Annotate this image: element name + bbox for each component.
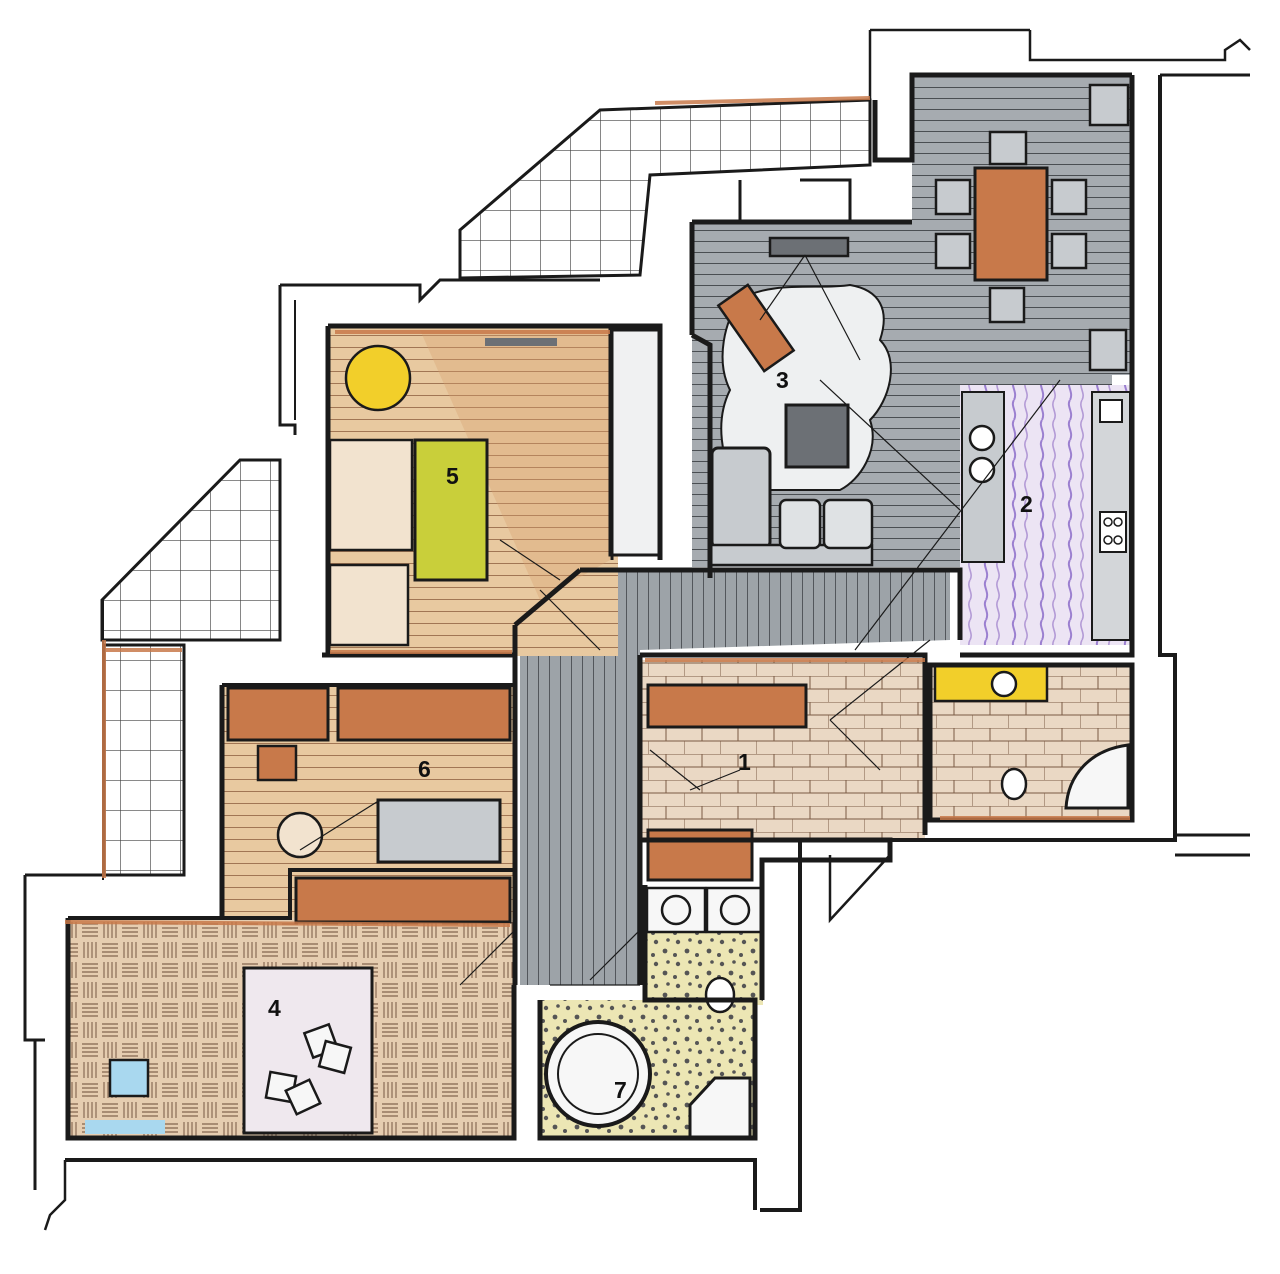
- dining-chair: [988, 286, 1026, 324]
- small-cabinet: [256, 744, 298, 782]
- construction-lines: [101, 99, 1061, 986]
- furniture: [85, 83, 1130, 1140]
- grey-desk: [376, 798, 502, 864]
- room-label-1: 1: [738, 749, 751, 775]
- coffee-table: [784, 403, 850, 469]
- cabinet-top: [226, 686, 330, 742]
- washer-icon: [645, 886, 765, 934]
- bed: [413, 438, 489, 582]
- terrace-left: [100, 458, 282, 642]
- bedroom-sunlight: [420, 330, 610, 600]
- dining-chair: [934, 232, 972, 270]
- bathtub-icon: [1064, 743, 1130, 810]
- room-label-7: 7: [614, 1077, 627, 1103]
- corridor-floor: [520, 570, 950, 985]
- room-label-2: 2: [1020, 491, 1033, 517]
- walls: [23, 28, 1251, 1231]
- sofa-cushion: [778, 498, 822, 550]
- closet: [608, 328, 662, 557]
- dining-chair: [1050, 178, 1088, 216]
- color-accents: [64, 96, 1130, 927]
- round-tub-icon: [544, 1020, 652, 1128]
- hall-cabinet: [646, 683, 808, 729]
- sofa-cushion: [822, 498, 874, 550]
- round-tub-inner: [557, 1033, 639, 1115]
- armchair: [716, 283, 796, 373]
- cabinet-top: [336, 686, 512, 742]
- sink-icon: [1099, 399, 1127, 553]
- desk: [328, 438, 414, 552]
- toilet-icon: [704, 976, 736, 1014]
- bench: [294, 876, 512, 924]
- toilet-icon: [1000, 767, 1028, 801]
- room-label-6: 6: [418, 756, 431, 782]
- water-tile: [108, 1058, 150, 1098]
- armchair: [710, 446, 772, 550]
- lamp-icon: [344, 344, 412, 412]
- side-cabinet: [1088, 328, 1128, 372]
- dining-chair: [1050, 232, 1088, 270]
- terrace-left-lower: [102, 643, 186, 877]
- dining-table: [973, 166, 1049, 282]
- room-label-4: 4: [268, 995, 281, 1021]
- window-sill: [485, 338, 557, 346]
- side-cabinet: [1088, 83, 1130, 127]
- wc-floor: [645, 930, 763, 1005]
- cushion-group: [264, 1022, 353, 1116]
- dining-chair: [934, 178, 972, 216]
- water-strip: [85, 1120, 165, 1134]
- room-labels: 1 2 3 4 5 6 7: [268, 367, 1033, 1103]
- round-stool: [276, 811, 324, 859]
- dining-chair: [988, 130, 1028, 166]
- sink-icon: [990, 670, 1018, 698]
- wardrobe: [328, 563, 410, 647]
- terraces: [100, 98, 872, 877]
- room-label-5: 5: [446, 463, 459, 489]
- tv-unit: [768, 236, 850, 258]
- room-label-3: 3: [776, 367, 789, 393]
